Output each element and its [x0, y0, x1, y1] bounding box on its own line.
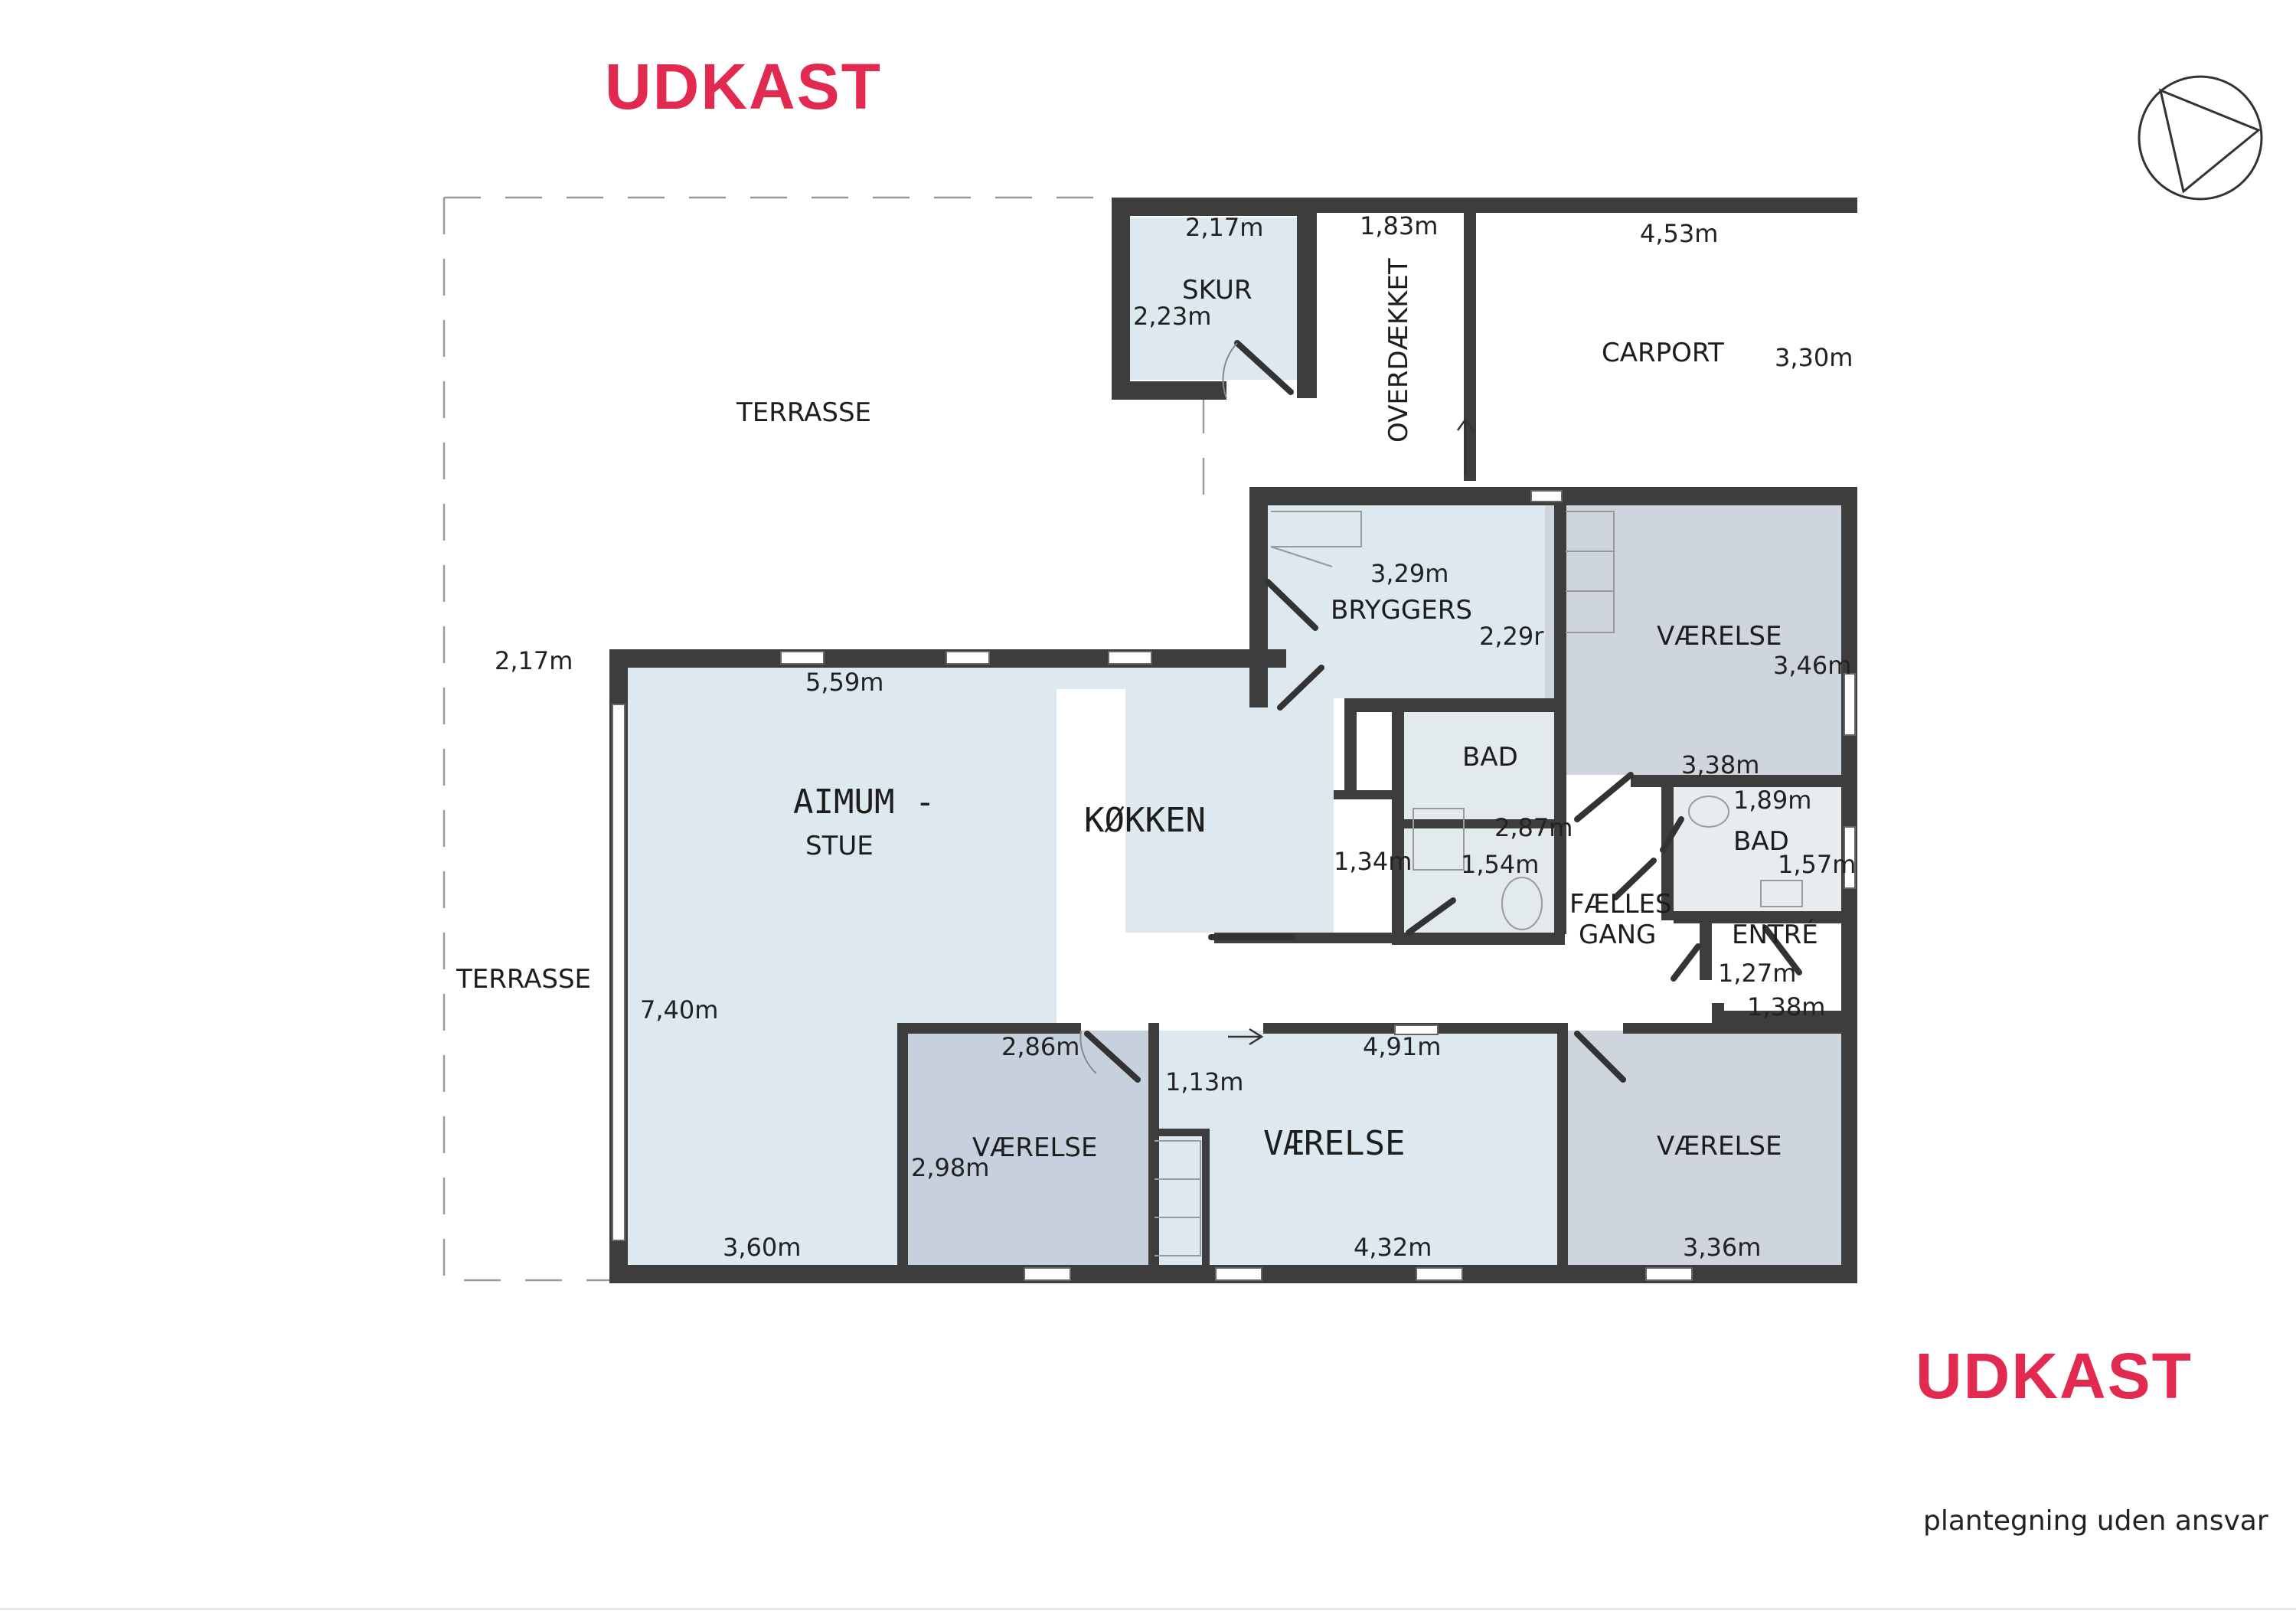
dim-vaerelse-se-b: 3,36m — [1683, 1233, 1761, 1262]
dim-overdaekket-w: 1,83m — [1360, 211, 1438, 240]
dim-vaerelse-s-w: 4,91m — [1363, 1032, 1441, 1061]
dimension-labels: 2,17m 2,23m 1,83m 4,53m 3,30m 2,17m 3,29… — [495, 211, 1856, 1262]
dim-skur-w: 2,17m — [1185, 213, 1263, 242]
dim-bad-center-h: 2,87m — [1494, 813, 1573, 842]
vaerelse-s-fill — [1158, 1031, 1557, 1265]
label-terrasse-top: TERRASSE — [736, 397, 871, 428]
dim-bad-east-h: 1,57m — [1778, 850, 1856, 879]
windows — [612, 490, 1856, 1281]
dim-entre-w: 1,27m — [1718, 959, 1796, 988]
dim-alrum-b: 3,60m — [723, 1233, 801, 1262]
kokken-white-patch — [1057, 689, 1125, 942]
terrace-outline — [443, 196, 1205, 1282]
dim-entre-b: 1,38m — [1747, 992, 1825, 1021]
dim-vaerelse-s-b: 4,32m — [1354, 1233, 1432, 1262]
label-overdaekket: OVERDÆKKET — [1383, 258, 1414, 443]
bryggers-fill — [1268, 505, 1555, 698]
label-vaerelse-se: VÆRELSE — [1657, 1131, 1782, 1162]
dim-vaerelse-ne-h: 3,46m — [1773, 651, 1851, 680]
stamp-bottom: UDKAST — [1916, 1340, 2193, 1412]
label-bad-east: BAD — [1733, 826, 1789, 857]
vaerelse-ne-fill — [1566, 505, 1841, 775]
label-alrum: AIMUM - — [793, 783, 935, 822]
label-skur: SKUR — [1182, 275, 1252, 306]
label-stue: STUE — [805, 831, 874, 861]
footer-note: plantegning uden ansvar — [1923, 1505, 2268, 1537]
label-faelles: FÆLLES — [1569, 889, 1672, 920]
entry-arrow-right — [1228, 1028, 1264, 1046]
dim-bryggers-h: 2,29r — [1479, 622, 1544, 651]
entre-fill — [1566, 789, 1673, 1018]
north-arrow-icon — [2138, 75, 2263, 201]
bottom-rule — [0, 1608, 2296, 1610]
stamp-top: UDKAST — [605, 51, 882, 123]
label-entre: ENTRÉ — [1732, 919, 1818, 950]
room-labels: TERRASSE TERRASSE SKUR OVERDÆKKET CARPOR… — [456, 258, 1818, 1163]
label-bryggers: BRYGGERS — [1331, 595, 1472, 626]
dim-kokken-w: 1,34m — [1334, 847, 1412, 876]
label-terrasse-left: TERRASSE — [456, 964, 591, 995]
label-bad-center: BAD — [1462, 742, 1518, 773]
label-carport: CARPORT — [1602, 338, 1724, 368]
label-vaerelse-s: VÆRELSE — [1263, 1124, 1405, 1163]
dim-bad-east-w: 1,89m — [1733, 786, 1811, 815]
dim-alrum-h: 7,40m — [640, 995, 718, 1024]
entry-arrow-up — [1456, 417, 1475, 475]
dim-carport-h: 3,30m — [1775, 343, 1853, 372]
dim-bad-center-w: 1,54m — [1461, 850, 1539, 879]
room-fills — [628, 217, 1842, 1265]
label-kokken: KØKKEN — [1084, 801, 1206, 840]
dim-alrum-w: 5,59m — [805, 668, 883, 697]
dim-hall: 1,13m — [1165, 1067, 1243, 1096]
dim-terrasse-w: 2,17m — [495, 646, 573, 675]
bad-east-fill — [1674, 781, 1842, 917]
label-vaerelse-ne: VÆRELSE — [1657, 621, 1782, 652]
skur-fill — [1130, 217, 1297, 380]
fixtures — [1155, 511, 1803, 1256]
dim-vaerelse-sw-w: 2,86m — [1001, 1032, 1079, 1061]
label-vaerelse-sw: VÆRELSE — [972, 1132, 1098, 1163]
vaerelse-sw-fill — [905, 1031, 1148, 1265]
dim-vaerelse-ne-w: 3,38m — [1681, 750, 1759, 779]
arrows — [1228, 417, 1475, 1046]
dim-bryggers-w: 3,29m — [1370, 559, 1448, 588]
dim-carport-w: 4,53m — [1640, 219, 1718, 248]
label-gang: GANG — [1579, 920, 1656, 950]
doors — [1079, 340, 1802, 1083]
dim-vaerelse-sw-h: 2,98m — [911, 1153, 989, 1182]
dim-skur-h: 2,23m — [1133, 302, 1211, 331]
